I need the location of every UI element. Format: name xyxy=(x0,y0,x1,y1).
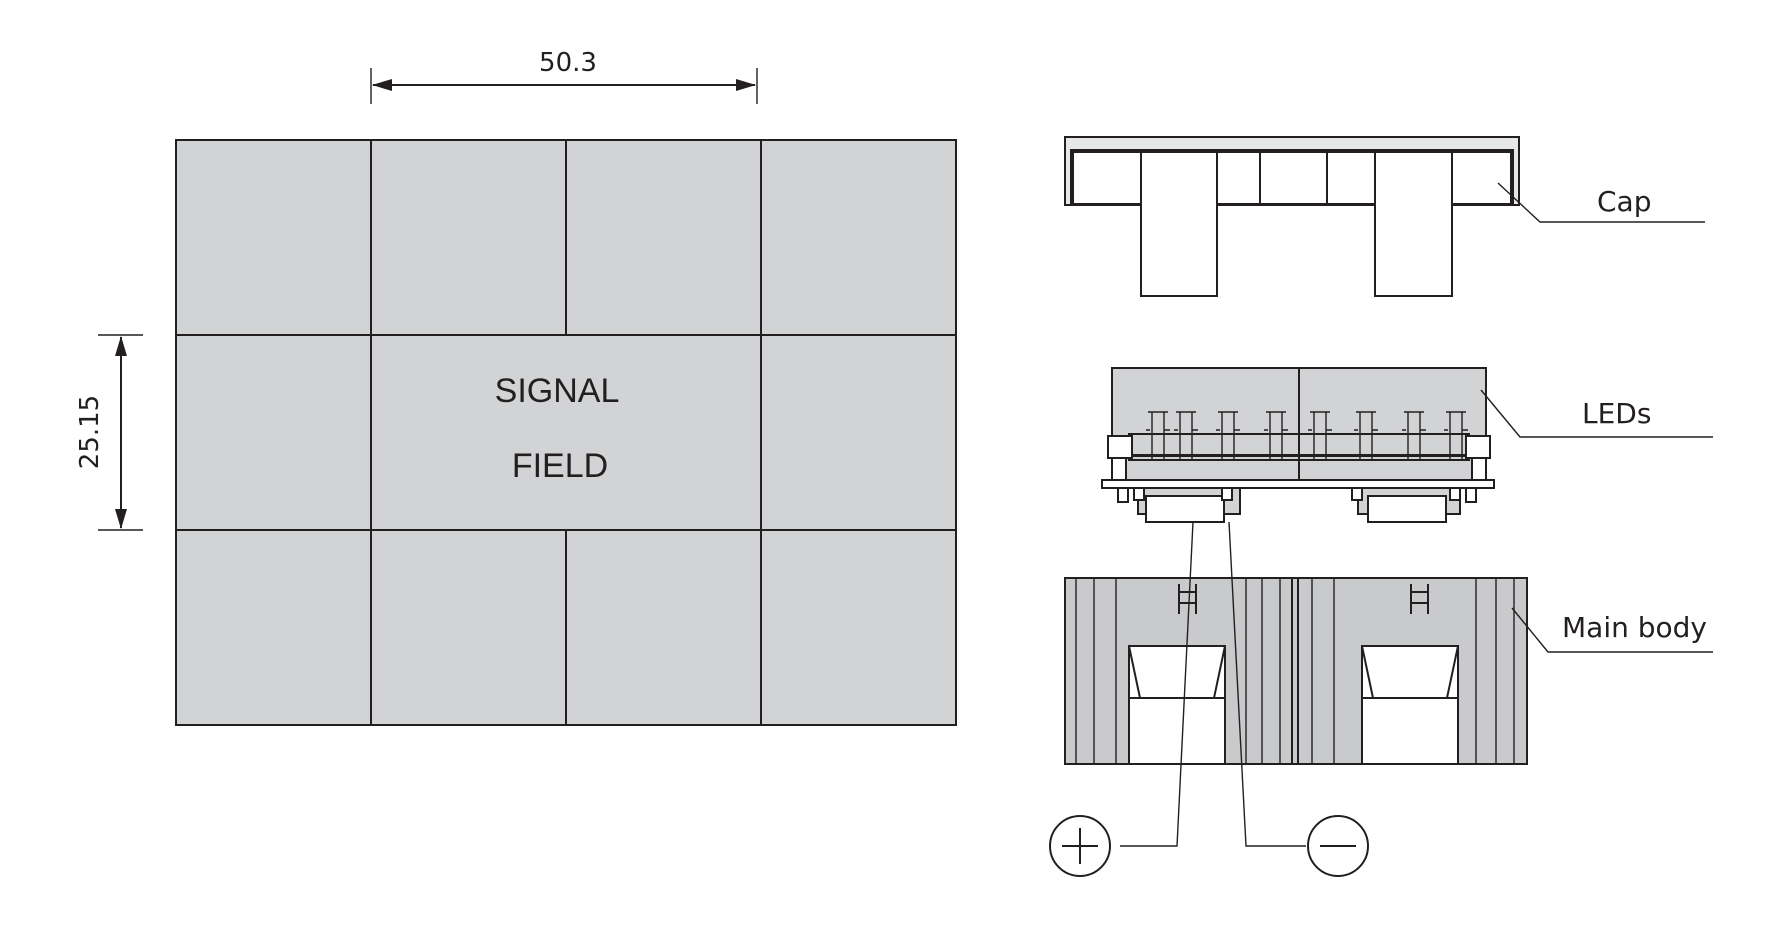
signal-field-label-line1: SIGNAL xyxy=(495,372,620,410)
connector-tab xyxy=(1351,487,1363,501)
terminal-wires xyxy=(1120,521,1306,847)
cap-leg-left xyxy=(1140,151,1218,297)
led-solder-pad xyxy=(1465,487,1477,503)
led-pcb xyxy=(1101,479,1495,489)
grid-cell-r2c4 xyxy=(760,334,957,531)
main-body-part: Main body xyxy=(1064,577,1713,765)
led-pin-pair xyxy=(1146,411,1170,460)
cap-leader-line xyxy=(1497,182,1705,223)
led-side-clip-left xyxy=(1107,435,1133,459)
led-pin-pair xyxy=(1444,411,1468,460)
led-pin-pair xyxy=(1174,411,1198,460)
main-body-label: Main body xyxy=(1562,611,1707,644)
led-rail-bold xyxy=(1130,454,1468,457)
height-dimension-label: 25.15 xyxy=(75,395,105,469)
grid-cell-r3c2 xyxy=(370,529,567,726)
leds-part: LEDs xyxy=(1101,367,1713,523)
led-pin-pair xyxy=(1308,411,1332,460)
led-pins xyxy=(1146,411,1468,460)
cap-inner-frame xyxy=(1070,149,1514,205)
led-pin-pair xyxy=(1402,411,1426,460)
width-dimension: 50.3 xyxy=(370,48,758,104)
led-pin-pair xyxy=(1354,411,1378,460)
leds-label: LEDs xyxy=(1582,397,1651,430)
main-body-ribs xyxy=(1075,578,1515,764)
grid-cell-r1c3 xyxy=(565,139,762,336)
main-body-window-right xyxy=(1361,645,1459,765)
signal-field-panel: SIGNAL FIELD xyxy=(175,139,957,726)
grid-cell-r3c1 xyxy=(175,529,372,726)
main-body-leader-line xyxy=(1511,607,1713,653)
main-body-window-left xyxy=(1128,645,1226,765)
cap-leg-right xyxy=(1374,151,1453,297)
grid-cell-r1c4 xyxy=(760,139,957,336)
signal-field-center xyxy=(370,334,762,531)
grid-cells xyxy=(175,139,957,726)
signal-field-label-line2: FIELD xyxy=(512,447,608,485)
connector-tab xyxy=(1449,487,1461,501)
led-side-post-right xyxy=(1471,457,1487,481)
leds-leader-line xyxy=(1480,389,1713,438)
cap-label: Cap xyxy=(1597,185,1651,218)
led-side-post-left xyxy=(1111,457,1127,481)
main-body-ladder-left xyxy=(1178,584,1197,614)
grid-cell-r1c2 xyxy=(370,139,567,336)
connector-left-plug xyxy=(1145,495,1225,523)
led-pin-pair xyxy=(1264,411,1288,460)
grid-cell-r1c1 xyxy=(175,139,372,336)
cap-part: Cap xyxy=(1064,136,1705,297)
main-body-ladder-right xyxy=(1410,584,1429,614)
negative-wire xyxy=(1228,521,1306,847)
led-solder-pad xyxy=(1117,487,1129,503)
positive-wire xyxy=(1120,521,1194,847)
led-side-clip-right xyxy=(1465,435,1491,459)
negative-terminal: − xyxy=(1307,815,1369,877)
grid-cell-r2c1 xyxy=(175,334,372,531)
grid-cell-r3c4 xyxy=(760,529,957,726)
connector-tab xyxy=(1133,487,1145,501)
width-dimension-label: 50.3 xyxy=(539,48,597,78)
connector-tab xyxy=(1221,487,1233,501)
height-dimension: 25.15 xyxy=(75,334,143,531)
connector-right-plug xyxy=(1367,495,1447,523)
grid-cell-r3c3 xyxy=(565,529,762,726)
positive-terminal: + xyxy=(1049,815,1111,877)
led-pin-pair xyxy=(1216,411,1240,460)
